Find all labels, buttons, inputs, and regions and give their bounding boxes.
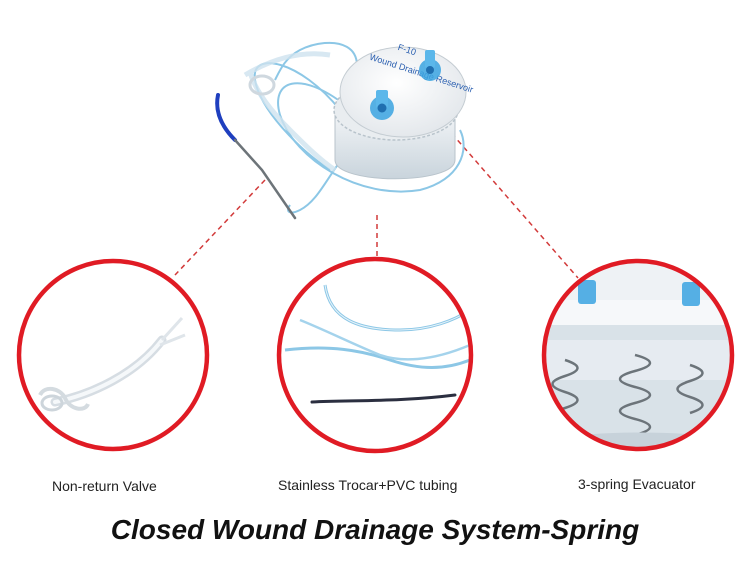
port-valve-icon bbox=[419, 50, 441, 81]
callout-line-evacuator bbox=[439, 119, 579, 279]
trocar-needle bbox=[233, 138, 297, 220]
callout-lines bbox=[174, 119, 579, 279]
callout-line-valve bbox=[174, 179, 266, 276]
caption-non-return-valve: Non-return Valve bbox=[52, 478, 157, 494]
page-title: Closed Wound Drainage System-Spring bbox=[110, 514, 640, 545]
reservoir-lid bbox=[339, 46, 467, 138]
detail-circle-trocar bbox=[276, 256, 474, 454]
caption-spring-evacuator: 3-spring Evacuator bbox=[578, 476, 696, 492]
trocar-grip bbox=[215, 93, 237, 142]
drainage-product-photo: Wound Drainage Reservoir F-10 bbox=[215, 41, 474, 220]
detail-circle-evacuator bbox=[541, 258, 735, 452]
detail-circle-valve bbox=[16, 258, 210, 452]
caption-trocar-tubing: Stainless Trocar+PVC tubing bbox=[278, 477, 458, 493]
port-valve-icon bbox=[370, 90, 394, 120]
